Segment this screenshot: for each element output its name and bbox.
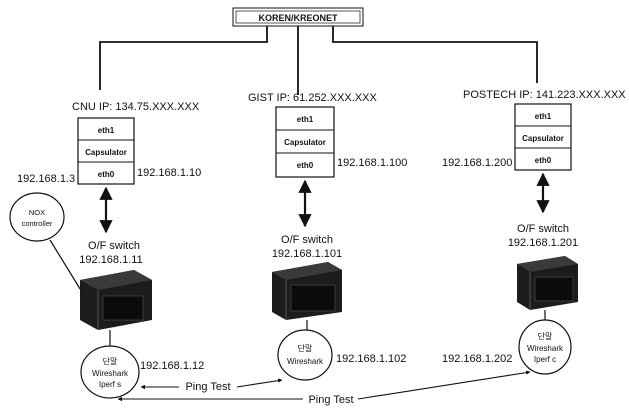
switch-label-cnu: O/F switch bbox=[88, 240, 140, 252]
eth0-ip-cnu: 192.168.1.10 bbox=[137, 167, 201, 179]
switch-ip-postech: 192.168.1.201 bbox=[508, 237, 578, 249]
site-title-postech: POSTECH IP: 141.223.XXX.XXX bbox=[463, 89, 626, 101]
switch-label-gist: O/F switch bbox=[281, 234, 333, 246]
eth0-ip-gist: 192.168.1.100 bbox=[337, 157, 407, 169]
stack-cnu-capsulator: Capsulator bbox=[85, 148, 127, 157]
stack-gist: eth1 Capsulator eth0 bbox=[276, 107, 334, 177]
host-ip-postech: 192.168.1.202 bbox=[442, 353, 512, 365]
backbone-links bbox=[100, 26, 537, 95]
stack-gist-eth0: eth0 bbox=[297, 161, 314, 170]
stack-cnu: eth1 Capsulator eth0 bbox=[78, 118, 134, 184]
switch-ip-gist: 192.168.1.101 bbox=[272, 248, 342, 260]
controller-ip: 192.168.1.3 bbox=[17, 173, 75, 185]
switch-device-postech bbox=[517, 256, 578, 310]
host-ip-cnu: 192.168.1.12 bbox=[140, 360, 204, 372]
stack-postech: eth1 Capsulator eth0 bbox=[515, 104, 571, 170]
host-gist: 단말 Wireshark bbox=[278, 330, 332, 380]
host-cnu-line-3: Iperf s bbox=[99, 380, 121, 389]
controller-node: NOX controller bbox=[10, 193, 64, 241]
stack-gist-capsulator: Capsulator bbox=[284, 138, 326, 147]
host-ip-gist: 192.168.1.102 bbox=[336, 353, 406, 365]
host-postech: 단말 Wireshark Iperf c bbox=[519, 320, 571, 374]
site-title-gist: GIST IP: 61.252.XXX.XXX bbox=[248, 92, 377, 104]
ping-test-label-1: Ping Test bbox=[185, 381, 230, 393]
host-postech-line-3: Iperf c bbox=[534, 355, 556, 364]
host-postech-line-2: Wireshark bbox=[527, 344, 564, 353]
backbone-label: KOREN/KREONET bbox=[258, 13, 338, 23]
host-postech-line-1: 단말 bbox=[538, 331, 553, 341]
ping-test-label-2: Ping Test bbox=[308, 394, 353, 406]
stack-postech-capsulator: Capsulator bbox=[522, 134, 564, 143]
switch-device-cnu bbox=[80, 270, 152, 330]
switch-label-postech: O/F switch bbox=[517, 223, 569, 235]
stack-postech-eth0: eth0 bbox=[535, 156, 552, 165]
eth0-ip-postech: 192.168.1.200 bbox=[442, 157, 512, 169]
host-gist-line-2: Wireshark bbox=[287, 357, 324, 366]
stack-switch-links bbox=[106, 174, 543, 232]
backbone-node: KOREN/KREONET bbox=[233, 8, 363, 26]
host-gist-line-1: 단말 bbox=[298, 343, 313, 353]
switch-ip-cnu: 192.168.1.11 bbox=[79, 254, 142, 266]
stack-cnu-eth1: eth1 bbox=[98, 126, 115, 135]
switch-device-gist bbox=[272, 262, 342, 320]
stack-postech-eth1: eth1 bbox=[535, 112, 552, 121]
stack-gist-eth1: eth1 bbox=[297, 115, 314, 124]
host-cnu: 단말 Wireshark Iperf s bbox=[81, 346, 139, 398]
site-title-cnu: CNU IP: 134.75.XXX.XXX bbox=[72, 101, 200, 113]
controller-subtitle: controller bbox=[22, 219, 53, 228]
controller-link bbox=[50, 240, 82, 292]
stack-cnu-eth0: eth0 bbox=[98, 170, 115, 179]
controller-name: NOX bbox=[29, 208, 45, 217]
host-cnu-line-1: 단말 bbox=[103, 356, 118, 366]
host-cnu-line-2: Wireshark bbox=[92, 369, 129, 378]
